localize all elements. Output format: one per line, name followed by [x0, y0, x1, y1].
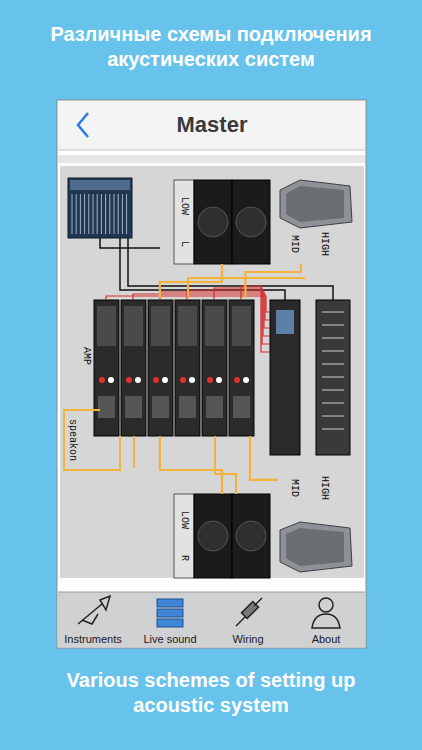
tab-label: Instruments — [64, 633, 121, 645]
amplifier-art — [94, 300, 254, 436]
node-label: LOW — [179, 197, 190, 215]
line-array: MID HIGH — [278, 462, 354, 574]
node-label: HIGH — [319, 232, 330, 256]
strip — [58, 155, 365, 163]
amplifier-rack: AMP — [78, 298, 260, 436]
screen-title: Master — [177, 112, 248, 138]
tab-divider — [58, 592, 365, 593]
trumpet-icon — [78, 596, 110, 624]
node-label: L — [179, 241, 190, 247]
node-label: MID — [289, 235, 300, 253]
node-label: MID — [289, 479, 300, 497]
speaker-cabinet: LOW R — [174, 494, 270, 578]
speaker-cable — [250, 436, 278, 480]
live-sound-icon — [157, 599, 183, 627]
node-label: HIGH — [319, 476, 330, 500]
signal-wiring — [64, 238, 333, 494]
tab-label: Wiring — [232, 633, 263, 645]
line-array: MID HIGH — [278, 178, 354, 264]
tab-bar — [58, 592, 365, 647]
speaker-cable — [160, 264, 222, 298]
title: Различные схемы подключения акустических… — [10, 22, 412, 72]
speaker-cabinet-art — [174, 180, 270, 578]
node-label: AMP — [81, 347, 92, 365]
nav-bar — [58, 101, 365, 150]
speaker-cable — [160, 436, 222, 494]
node-label: LOW — [179, 511, 190, 529]
tab-label: Live sound — [143, 633, 196, 645]
mixer-console — [68, 178, 132, 238]
diagram-ground — [60, 166, 364, 578]
jack-icon — [236, 598, 262, 626]
caption: Various schemes of setting up acoustic s… — [41, 668, 381, 718]
speaker-cabinet: LOW L — [174, 180, 270, 264]
processor-rack — [270, 300, 350, 455]
back-chevron — [78, 113, 88, 137]
speaker-cable — [245, 264, 300, 298]
cable-label: speakon — [67, 419, 78, 461]
tab-label: About — [312, 633, 341, 645]
node-label: R — [179, 555, 190, 561]
person-icon — [312, 598, 340, 628]
screen-frame — [57, 100, 366, 648]
nav-divider — [58, 150, 365, 151]
